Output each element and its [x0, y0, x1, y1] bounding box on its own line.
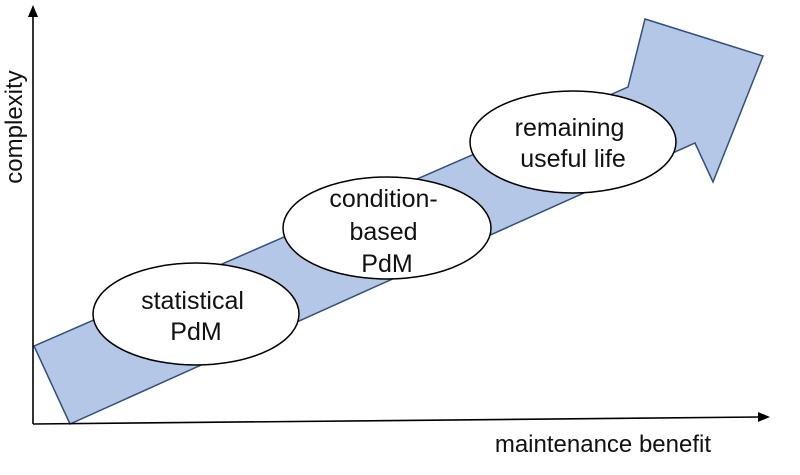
stage-label-line: condition-: [329, 185, 437, 213]
svg-text:condition- based P: condition- based PdM: [329, 185, 444, 278]
stage-ellipse: [92, 262, 300, 366]
x-axis: [32, 416, 761, 425]
stage-label-line: PdM: [170, 318, 221, 346]
y-axis-arrowhead: [28, 5, 38, 17]
stage-condition-based-pdm: condition- based PdM: [282, 176, 492, 280]
stage-statistical-pdm: statistical PdM: [92, 262, 300, 366]
stage-label-line: based: [349, 218, 417, 246]
stage-remaining-useful-life: remaining useful life: [469, 90, 677, 194]
x-axis-label: maintenance benefit: [495, 431, 711, 458]
stage-label-line: remaining: [515, 114, 625, 142]
svg-text:statistical PdM: statistical PdM: [141, 287, 251, 346]
stage-ellipse: [282, 176, 492, 280]
stage-ellipse: [469, 90, 677, 194]
y-axis-label: complexity: [1, 70, 28, 183]
stage-label-line: statistical: [141, 287, 244, 315]
x-axis-arrowhead: [758, 412, 770, 422]
svg-text:remaining useful life: remaining useful life: [515, 114, 632, 173]
stage-label-line: useful life: [520, 145, 626, 173]
stage-label-line: PdM: [361, 250, 412, 278]
